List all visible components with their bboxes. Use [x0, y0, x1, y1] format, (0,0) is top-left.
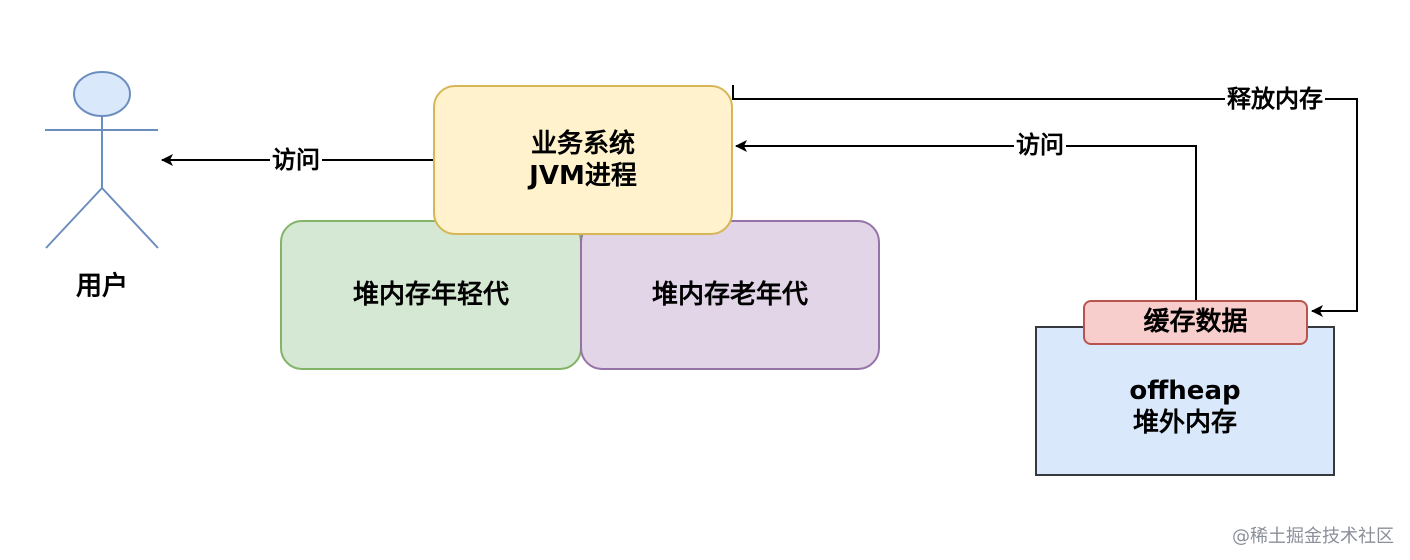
offheap-label-line2: 堆外内存 — [1132, 408, 1237, 438]
watermark: @稀土掘金技术社区 — [1232, 526, 1394, 547]
edge-label-cache-to-jvm: 访问 — [1014, 130, 1066, 160]
cache-data-box: 缓存数据 — [1083, 300, 1308, 345]
edge-label-jvm-to-user: 访问 — [270, 145, 322, 175]
young-gen-box: 堆内存年轻代 — [280, 220, 582, 370]
user-label: 用户 — [75, 271, 129, 302]
user-actor-icon — [45, 71, 159, 249]
cache-data-label: 缓存数据 — [1143, 307, 1248, 338]
young-gen-label: 堆内存年轻代 — [352, 279, 509, 310]
jvm-label-line1: 业务系统 — [530, 128, 635, 159]
edge-label-jvm-to-cache: 释放内存 — [1225, 84, 1325, 114]
old-gen-box: 堆内存老年代 — [580, 220, 880, 370]
edge-cache-to-jvm — [735, 140, 1197, 300]
offheap-memory-box: offheap 堆外内存 — [1035, 326, 1335, 476]
old-gen-label: 堆内存老年代 — [651, 279, 808, 310]
jvm-process-box: 业务系统 JVM进程 — [433, 85, 733, 235]
edge-jvm-to-cache — [732, 85, 1358, 317]
jvm-label-line2: JVM进程 — [529, 161, 637, 191]
offheap-label-line1: offheap — [1129, 375, 1241, 406]
